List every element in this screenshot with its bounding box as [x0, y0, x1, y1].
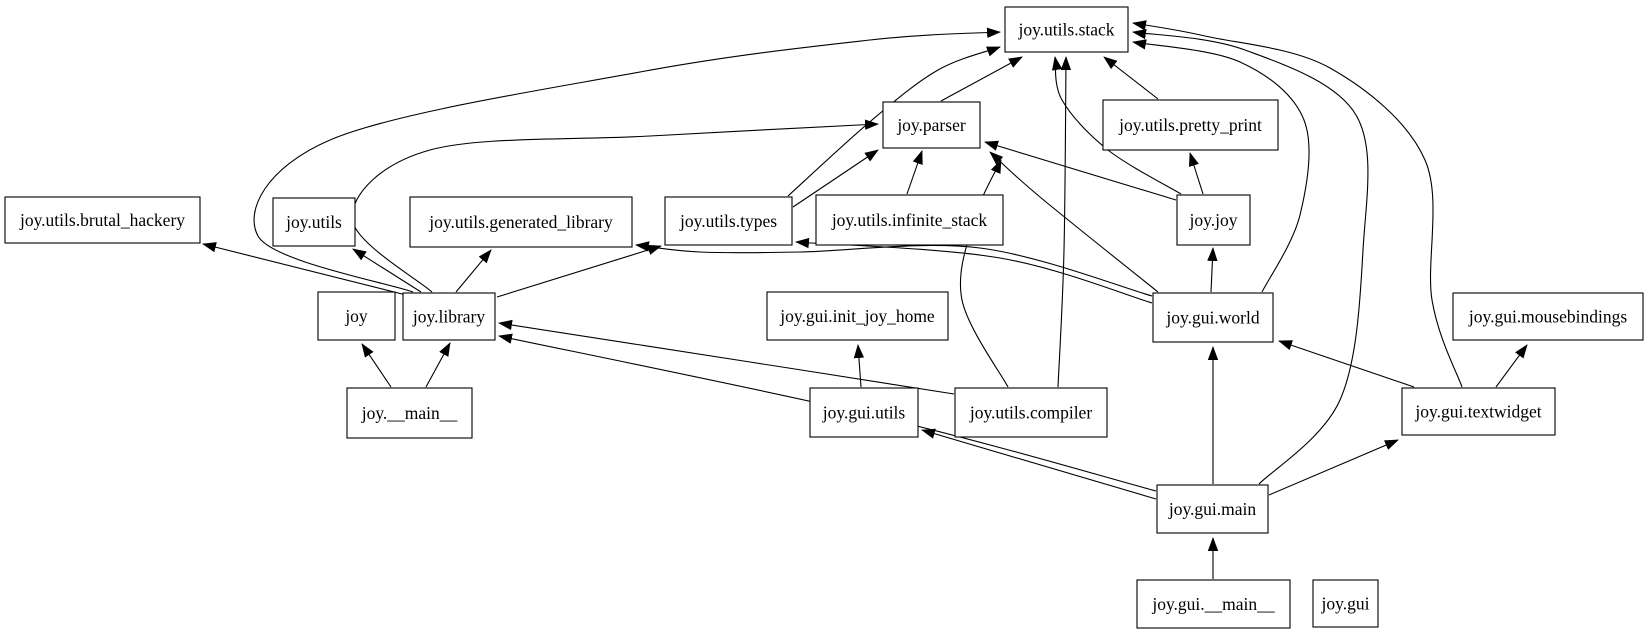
edge-joy-gui-world--joy-utils-stack — [1132, 39, 1310, 293]
edge-joy-utils-types--joy-utils-stack — [787, 46, 1001, 197]
edges-layer — [202, 20, 1528, 579]
node-joy: joy — [317, 291, 396, 341]
edge-joy-gui-world--joy-utils-generated_library — [635, 241, 1153, 297]
node-label-joy-utils: joy.utils — [285, 212, 342, 232]
node-joy-utils-infinite_stack: joy.utils.infinite_stack — [815, 194, 1004, 246]
edge-joy-library--joy-utils — [352, 248, 422, 293]
node-box-joy-gui-mousebindings — [1452, 292, 1644, 341]
node-label-joy-utils-infinite_stack: joy.utils.infinite_stack — [831, 210, 988, 230]
node-box-joy-gui — [1312, 579, 1379, 628]
edge-joy-utils-infinite_stack--joy-parser — [906, 150, 923, 195]
edge-joy-utils-compiler--joy-utils-stack — [1057, 56, 1072, 388]
node-label-joy-gui-world: joy.gui.world — [1165, 308, 1259, 328]
node-label-joy-gui-init_joy_home: joy.gui.init_joy_home — [779, 306, 935, 326]
node-joy-library: joy.library — [402, 292, 496, 341]
node-label-joy-gui-__main__: joy.gui.__main__ — [1151, 594, 1275, 614]
node-joy-gui-world: joy.gui.world — [1152, 292, 1274, 343]
node-box-joy-utils-pretty_print — [1102, 99, 1279, 151]
node-joy-parser: joy.parser — [882, 101, 981, 149]
node-joy-gui-utils: joy.gui.utils — [809, 387, 919, 438]
edge-joy-gui-textwidget--joy-utils-stack — [1132, 20, 1463, 388]
node-box-joy — [317, 291, 396, 341]
node-joy-gui: joy.gui — [1312, 579, 1379, 628]
node-label-joy: joy — [344, 306, 368, 326]
node-joy-gui-mousebindings: joy.gui.mousebindings — [1452, 292, 1644, 341]
node-label-joy-utils-compiler: joy.utils.compiler — [969, 403, 1092, 423]
node-box-joy-gui-textwidget — [1401, 387, 1556, 436]
edge-joy-library--joy-utils-brutal_hackery — [202, 242, 407, 296]
node-joy-joy: joy.joy — [1176, 194, 1251, 246]
edge-joy-gui-main--joy-utils-stack — [1132, 28, 1369, 485]
node-label-joy-gui: joy.gui — [1321, 594, 1370, 614]
edge-joy-library--joy-utils-types — [496, 244, 662, 298]
node-label-joy-gui-textwidget: joy.gui.textwidget — [1414, 402, 1541, 422]
edge-joy-gui-world--joy-parser — [989, 151, 1159, 293]
node-joy-utils-pretty_print: joy.utils.pretty_print — [1102, 99, 1279, 151]
node-box-joy-joy — [1176, 194, 1251, 246]
edge-joy-gui-textwidget--joy-gui-world — [1278, 340, 1415, 388]
edge-joy-__main__--joy — [361, 343, 392, 388]
node-box-joy-utils-infinite_stack — [815, 194, 1004, 246]
edge-joy-library--joy-utils-generated_library — [455, 249, 492, 293]
edge-joy-joy--joy-parser — [984, 140, 1177, 201]
node-label-joy-utils-brutal_hackery: joy.utils.brutal_hackery — [19, 210, 185, 230]
node-joy-utils-brutal_hackery: joy.utils.brutal_hackery — [4, 196, 201, 244]
edge-joy-utils-compiler--joy-parser — [959, 159, 1009, 388]
node-box-joy-parser — [882, 101, 981, 149]
node-box-joy-gui-main — [1156, 484, 1269, 534]
node-label-joy-__main__: joy.__main__ — [361, 403, 458, 423]
edge-joy-gui-world--joy-joy — [1207, 247, 1218, 293]
node-label-joy-joy: joy.joy — [1189, 210, 1238, 230]
edge-joy-utils-compiler--joy-library — [498, 319, 955, 395]
node-joy-gui-textwidget: joy.gui.textwidget — [1401, 387, 1556, 436]
node-joy-gui-init_joy_home: joy.gui.init_joy_home — [766, 291, 949, 341]
node-joy-utils-compiler: joy.utils.compiler — [954, 387, 1108, 438]
node-joy-utils-stack: joy.utils.stack — [1004, 6, 1129, 53]
edge-joy-gui-textwidget--joy-gui-mousebindings — [1495, 344, 1528, 388]
node-box-joy-utils-brutal_hackery — [4, 196, 201, 244]
node-box-joy-gui-world — [1152, 292, 1274, 343]
edge-joy-gui-utils--joy-gui-init_joy_home — [853, 344, 865, 388]
node-joy-gui-main: joy.gui.main — [1156, 484, 1269, 534]
node-label-joy-gui-mousebindings: joy.gui.mousebindings — [1468, 307, 1628, 327]
node-label-joy-utils-stack: joy.utils.stack — [1017, 20, 1114, 40]
node-box-joy-gui-init_joy_home — [766, 291, 949, 341]
node-box-joy-utils-types — [664, 196, 793, 246]
node-box-joy-utils-generated_library — [409, 196, 633, 248]
node-label-joy-gui-main: joy.gui.main — [1168, 499, 1257, 519]
node-box-joy-utils — [272, 197, 356, 247]
edge-joy-joy--joy-utils-pretty_print — [1188, 152, 1204, 195]
node-label-joy-library: joy.library — [412, 307, 485, 327]
node-joy-utils: joy.utils — [272, 197, 356, 247]
node-box-joy-__main__ — [346, 387, 473, 439]
edge-joy-__main__--joy-library — [425, 342, 451, 388]
nodes-layer: joy.utils.stack joy.parser joy.utils.prett… — [4, 6, 1644, 629]
node-label-joy-utils-types: joy.utils.types — [679, 211, 777, 231]
edge-joy-gui-main--joy-gui-textwidget — [1268, 439, 1399, 496]
node-label-joy-gui-utils: joy.gui.utils — [822, 403, 906, 423]
node-joy-utils-types: joy.utils.types — [664, 196, 793, 246]
edge-joy-parser--joy-utils-stack — [940, 56, 1023, 102]
edge-joy-joy--joy-utils-stack — [1051, 56, 1182, 195]
node-label-joy-parser: joy.parser — [896, 115, 966, 135]
node-joy-__main__: joy.__main__ — [346, 387, 473, 439]
edge-joy-utils-pretty_print--joy-utils-stack — [1103, 56, 1159, 100]
edge-joy-gui-main--joy-gui-utils — [921, 428, 1157, 500]
node-box-joy-utils-compiler — [954, 387, 1108, 438]
edge-joy-library--joy-parser — [351, 119, 879, 293]
edge-joy-library--joy-utils-stack — [253, 27, 1001, 293]
node-box-joy-library — [402, 292, 496, 341]
node-box-joy-utils-stack — [1004, 6, 1129, 53]
edge-joy-utils-types--joy-parser — [792, 149, 879, 208]
node-box-joy-gui-utils — [809, 387, 919, 438]
node-joy-utils-generated_library: joy.utils.generated_library — [409, 196, 633, 248]
node-label-joy-utils-pretty_print: joy.utils.pretty_print — [1118, 115, 1262, 135]
node-joy-gui-__main__: joy.gui.__main__ — [1136, 579, 1291, 629]
node-label-joy-utils-generated_library: joy.utils.generated_library — [428, 212, 613, 232]
node-box-joy-gui-__main__ — [1136, 579, 1291, 629]
